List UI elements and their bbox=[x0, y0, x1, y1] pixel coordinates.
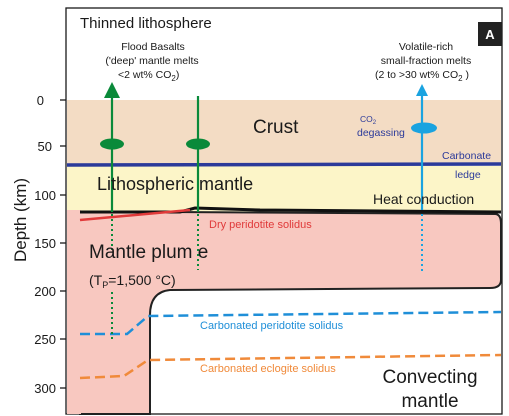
carbonated-eclogite-solidus-line bbox=[79, 353, 502, 380]
green-arrow-right bbox=[186, 96, 210, 270]
tick-label-0: 0 bbox=[37, 93, 44, 108]
lithospheric-mantle-layer bbox=[67, 166, 501, 212]
label-ledge: ledge bbox=[455, 169, 481, 181]
title-co2-low: <2 wt% CO2) bbox=[118, 69, 179, 83]
arrow-head-up-icon bbox=[416, 84, 428, 96]
melt-pocket-icon bbox=[186, 138, 210, 150]
label-mantle: mantle bbox=[401, 391, 458, 412]
mantle-plume-shape bbox=[79, 211, 502, 415]
tick-label-250: 250 bbox=[34, 332, 56, 347]
label-heat-conduction: Heat conduction bbox=[373, 191, 474, 207]
label-carbonated-eclogite-solidus: Carbonated eclogite solidus bbox=[200, 363, 336, 375]
label-lithospheric-mantle: Lithospheric mantle bbox=[97, 174, 253, 194]
title-small-fraction-melts: small-fraction melts bbox=[381, 55, 471, 67]
tick-label-100: 100 bbox=[34, 188, 56, 203]
y-axis-tick-labels: 0 50 100 150 200 250 300 bbox=[34, 93, 56, 396]
blue-arrow bbox=[411, 84, 437, 272]
carbonate-ledge-line bbox=[66, 162, 502, 167]
title-thinned-lithosphere: Thinned lithosphere bbox=[80, 15, 212, 32]
title-volatile-co2: (2 to >30 wt% CO2 ) bbox=[375, 69, 469, 83]
label-mantle-plume: Mantle plum e bbox=[89, 242, 208, 263]
tick-label-150: 150 bbox=[34, 236, 56, 251]
label-degassing: degassing bbox=[357, 127, 405, 139]
carbonated-peridotite-solidus-line bbox=[80, 310, 502, 336]
plume-left-fill bbox=[67, 210, 81, 414]
label-carbonate: Carbonate bbox=[442, 150, 491, 162]
label-co2: CO2 bbox=[360, 114, 377, 126]
dry-solidus-line bbox=[79, 208, 191, 222]
tick-label-200: 200 bbox=[34, 284, 56, 299]
tick-label-300: 300 bbox=[34, 381, 56, 396]
arrow-head-up-icon bbox=[104, 82, 120, 98]
title-volatile-rich: Volatile-rich bbox=[399, 41, 453, 53]
label-dry-solidus: Dry peridotite solidus bbox=[209, 219, 312, 231]
green-arrow-left bbox=[100, 82, 124, 342]
label-convecting: Convecting bbox=[382, 367, 477, 388]
y-axis-label: Depth (km) bbox=[11, 178, 30, 262]
label-plume-temperature: (TP=1,500 °C) bbox=[89, 272, 176, 290]
label-carbonated-peridotite-solidus: Carbonated peridotite solidus bbox=[200, 320, 344, 332]
label-crust: Crust bbox=[253, 117, 299, 138]
title-flood-basalts: Flood Basalts bbox=[121, 41, 185, 53]
title-deep-melts: ('deep' mantle melts bbox=[105, 55, 198, 67]
y-axis-ticks bbox=[60, 99, 66, 389]
tick-label-50: 50 bbox=[38, 139, 52, 154]
melt-pocket-icon bbox=[100, 138, 124, 150]
panel-badge bbox=[478, 22, 502, 46]
melt-pocket-icon bbox=[411, 122, 437, 134]
panel-label: A bbox=[485, 27, 495, 42]
lithosphere-base-line bbox=[80, 206, 502, 214]
